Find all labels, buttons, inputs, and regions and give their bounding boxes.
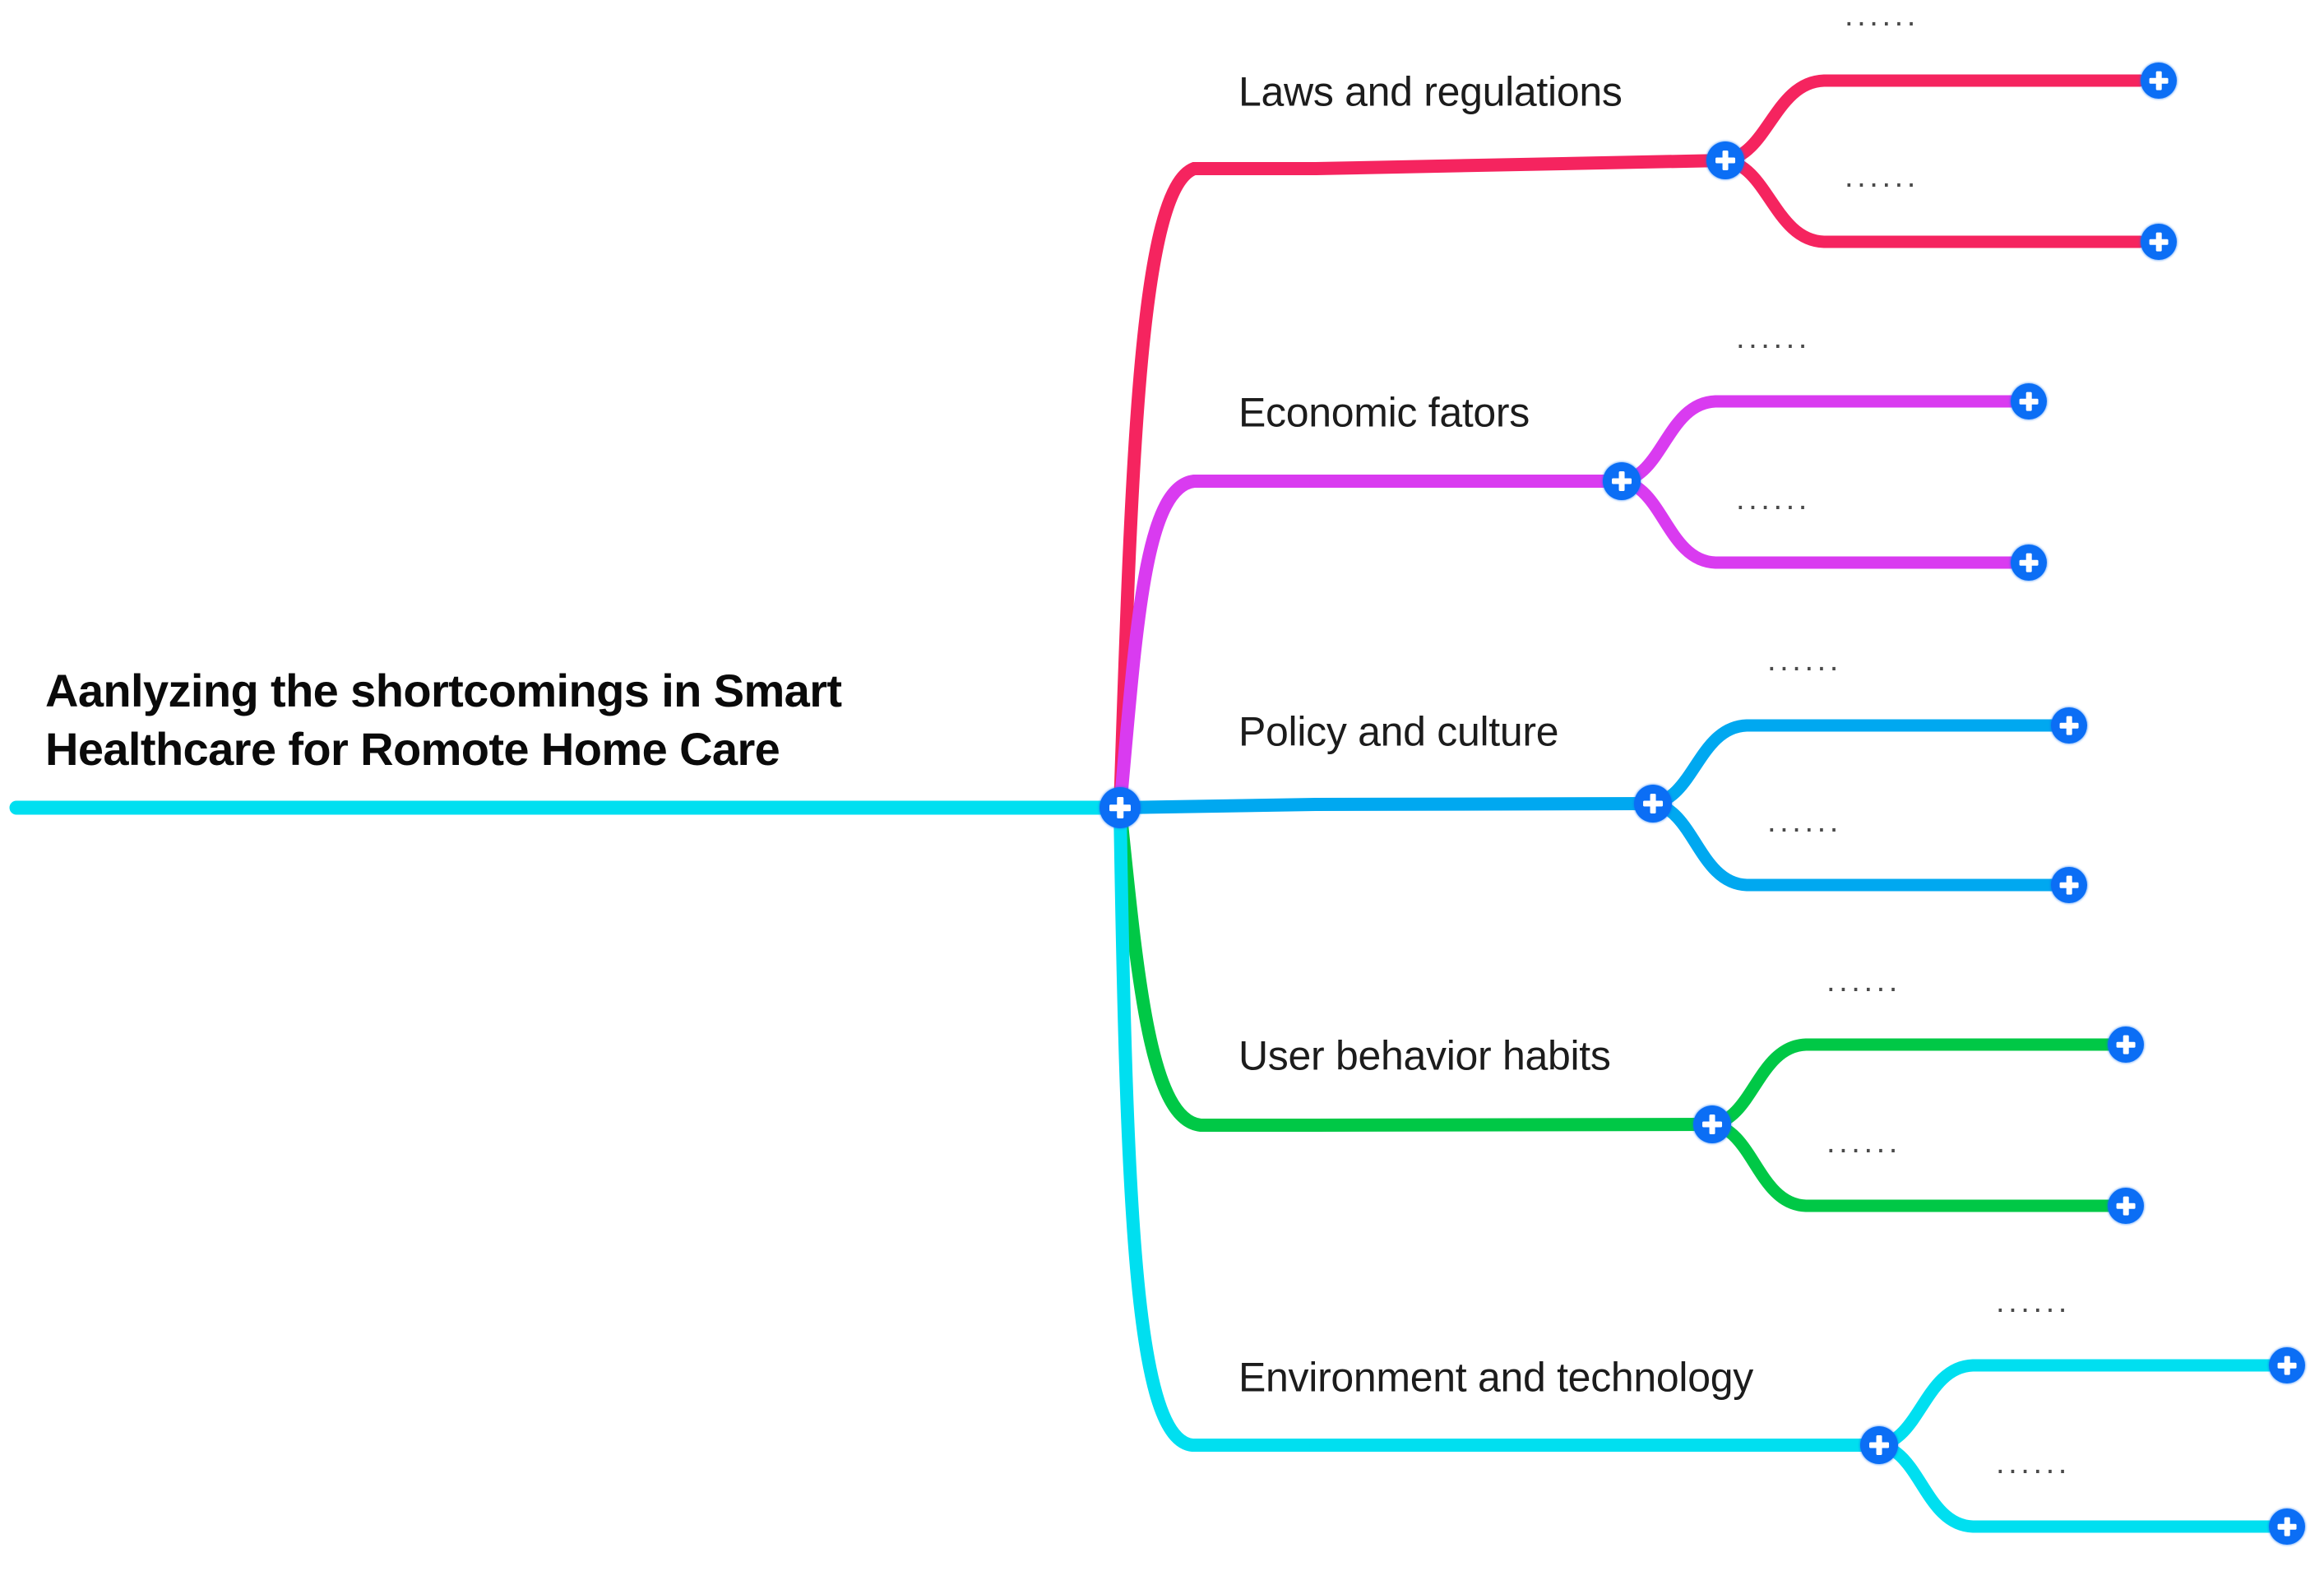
sub-label-policy-child-1: ······	[1766, 650, 1841, 685]
leaf-node-economic-child-1[interactable]	[2011, 383, 2047, 419]
root-expand-node[interactable]	[1100, 787, 1141, 828]
sub-label-environment-child-2: ······	[1995, 1453, 2070, 1488]
branch-1-stem	[1113, 162, 1322, 814]
branch-node-user-behavior-habits[interactable]	[1693, 1105, 1731, 1143]
leaf-node-laws-child-2[interactable]	[2141, 224, 2177, 260]
leaf-node-environment-child-1[interactable]	[2269, 1347, 2305, 1383]
sub-label-environment-child-1: ······	[1995, 1291, 2070, 1327]
leaf-node-economic-child-2[interactable]	[2011, 545, 2047, 581]
sub-label-laws-child-2: ······	[1844, 166, 1919, 202]
branch-3-child-2-link	[1646, 797, 2074, 892]
branch-5-stem	[1113, 801, 1322, 1452]
branch-3-child-1-link	[1646, 719, 2074, 810]
branch-4-child-2-link	[1706, 1118, 2130, 1212]
branch-1-child-2-link	[1719, 154, 2146, 248]
branch-node-policy-and-culture[interactable]	[1634, 785, 1672, 823]
branch-node-environment-and-technology[interactable]	[1860, 1426, 1898, 1464]
root-title-line-2: Healthcare for Romote Home Care	[45, 722, 780, 775]
branch-1-spine	[1309, 154, 1732, 175]
branch-5-child-2-link	[1873, 1439, 2291, 1533]
branch-label-environment-and-technology: Environment and technology	[1238, 1354, 1753, 1401]
branch-label-laws-and-regulations: Laws and regulations	[1238, 68, 1623, 115]
leaf-node-user-behavior-child-2[interactable]	[2108, 1188, 2144, 1224]
leaf-node-laws-child-1[interactable]	[2141, 63, 2177, 99]
branch-4-spine	[1309, 1118, 1719, 1132]
branch-node-laws-and-regulations[interactable]	[1706, 141, 1744, 179]
sub-label-policy-child-2: ······	[1766, 811, 1841, 846]
branch-5-child-1-link	[1873, 1359, 2291, 1452]
sub-label-laws-child-1: ······	[1844, 5, 1919, 40]
branch-2-child-2-link	[1615, 475, 2031, 569]
sub-label-user-behavior-child-2: ······	[1826, 1132, 1900, 1167]
branch-4-child-1-link	[1706, 1038, 2130, 1131]
leaf-node-policy-child-1[interactable]	[2051, 707, 2087, 744]
leaf-node-user-behavior-child-1[interactable]	[2108, 1026, 2144, 1063]
leaf-node-policy-child-2[interactable]	[2051, 867, 2087, 903]
root-title-line-1: Aanlyzing the shortcomings in Smart	[45, 665, 842, 716]
sub-label-economic-child-2: ······	[1735, 489, 1810, 524]
branch-2-child-1-link	[1615, 395, 2031, 488]
root-title: Aanlyzing the shortcomings in Smart Heal…	[45, 662, 1114, 778]
branch-label-policy-and-culture: Policy and culture	[1238, 708, 1559, 755]
branch-3-stem	[1113, 798, 1322, 814]
branch-1-child-1-link	[1719, 74, 2146, 167]
leaf-node-environment-child-2[interactable]	[2269, 1508, 2305, 1545]
branch-node-economic-fators[interactable]	[1603, 462, 1641, 500]
sub-label-user-behavior-child-1: ······	[1826, 971, 1900, 1006]
branch-label-user-behavior-habits: User behavior habits	[1238, 1032, 1611, 1079]
branch-2-stem	[1113, 475, 1322, 814]
sub-label-economic-child-1: ······	[1735, 327, 1810, 363]
branch-label-economic-fators: Economic fators	[1238, 389, 1530, 436]
